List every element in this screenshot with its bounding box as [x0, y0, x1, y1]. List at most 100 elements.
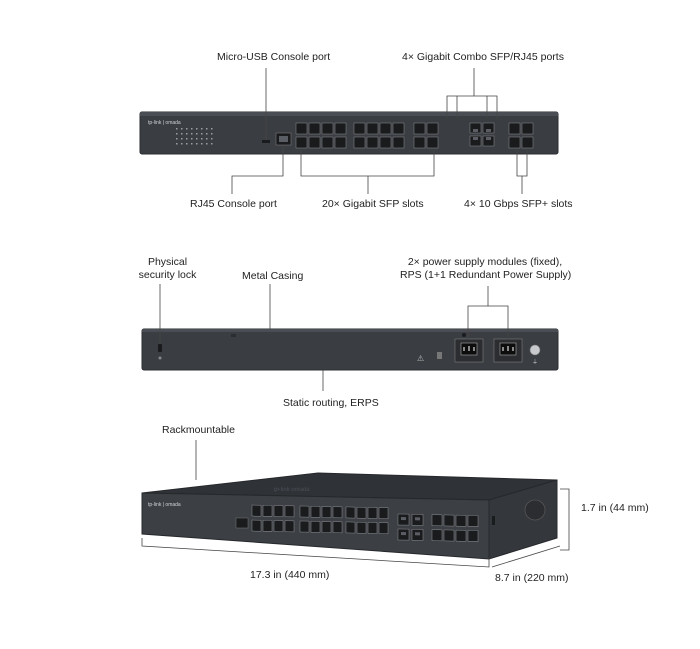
- status-led: [176, 128, 178, 130]
- sfp-slot: [413, 136, 426, 149]
- front-sfp-slots: [295, 122, 439, 149]
- leader-combo: [446, 68, 475, 118]
- sfp-slot: [353, 136, 366, 149]
- status-led: [211, 128, 213, 130]
- perspective-sfp-slot: [251, 519, 262, 532]
- perspective-sfp-slot: [310, 505, 321, 518]
- combo-rj45-port: [482, 135, 495, 147]
- perspective-sfp-plus-slot: [467, 515, 479, 527]
- ground-screw: [529, 344, 541, 356]
- dimension-depth: [491, 545, 561, 568]
- perspective-sfp-slot: [332, 521, 343, 534]
- perspective-leader-lines: [141, 440, 570, 568]
- status-led: [181, 133, 183, 135]
- status-led: [206, 138, 208, 140]
- security-lock-slot: [158, 344, 162, 352]
- leader-sfp: [300, 150, 435, 177]
- perspective-sfp-plus-slot: [467, 530, 479, 542]
- security-lock-label: Physical security lock: [130, 256, 205, 282]
- rj45-jack: [486, 137, 491, 140]
- status-led: [191, 128, 193, 130]
- sfp-slot: [321, 122, 334, 135]
- perspective-ports: [251, 504, 479, 542]
- rear-leader-lines: [159, 284, 509, 391]
- status-led: [196, 133, 198, 135]
- status-led: [186, 133, 188, 135]
- width-dimension-label: 17.3 in (440 mm): [250, 569, 330, 581]
- sfp-slot: [426, 122, 439, 135]
- sfp-plus-slot: [508, 122, 521, 135]
- status-led: [206, 143, 208, 145]
- perspective-sfp-slot: [299, 505, 310, 518]
- micro-usb-console-port: [262, 140, 270, 143]
- perspective-sfp-slot: [378, 522, 389, 535]
- status-led: [176, 133, 178, 135]
- height-dimension-label: 1.7 in (44 mm): [581, 502, 649, 514]
- sfp-plus-slot: [508, 136, 521, 149]
- power-module-2: [493, 338, 523, 363]
- sfp-slot: [392, 122, 405, 135]
- combo-ports-label: 4× Gigabit Combo SFP/RJ45 ports: [402, 51, 564, 63]
- sfp-slot: [308, 122, 321, 135]
- status-led: [191, 143, 193, 145]
- rackmountable-label: Rackmountable: [162, 424, 235, 436]
- perspective-sfp-slot: [356, 506, 367, 519]
- status-led: [181, 128, 183, 130]
- sfp-slot: [379, 136, 392, 149]
- leader-rj45-console: [231, 146, 284, 194]
- sfp-slot: [334, 122, 347, 135]
- rj45-jack: [401, 517, 406, 521]
- perspective-sfp-plus-slot: [431, 529, 443, 542]
- sfp-plus-slot: [521, 122, 534, 135]
- front-combo-ports: [469, 122, 495, 147]
- sfp-slot: [321, 136, 334, 149]
- perspective-sfp-slot: [345, 506, 356, 519]
- perspective-sfp-slot: [262, 520, 273, 532]
- status-led: [201, 128, 203, 130]
- front-led-panel: [176, 128, 213, 145]
- perspective-sfp-slot: [378, 507, 389, 520]
- perspective-sfp-slot: [299, 520, 310, 533]
- perspective-sfp-plus-slot: [443, 529, 455, 542]
- status-led: [201, 143, 203, 145]
- rj45-jack: [401, 532, 406, 536]
- status-led: [186, 143, 188, 145]
- status-led: [186, 138, 188, 140]
- perspective-sfp-slot: [262, 505, 273, 517]
- power-supply-label-line2: RPS (1+1 Redundant Power Supply): [400, 269, 572, 281]
- front-panel: tp-link | omada: [139, 111, 559, 155]
- front-sfp-plus-slots: [508, 122, 534, 149]
- svg-text:tp-link omada: tp-link omada: [273, 487, 311, 493]
- status-led: [191, 138, 193, 140]
- status-led: [211, 133, 213, 135]
- sfp-slot: [353, 122, 366, 135]
- sfp-slot: [366, 136, 379, 149]
- ground-symbol: ⏚: [532, 359, 538, 366]
- status-led: [176, 138, 178, 140]
- dimension-width: [141, 538, 490, 568]
- sfp-slot: [413, 122, 426, 135]
- sfp-slot: [379, 122, 392, 135]
- status-led: [181, 143, 183, 145]
- perspective-sfp-slot: [367, 507, 378, 519]
- status-led: [201, 133, 203, 135]
- perspective-sfp-slot: [310, 520, 321, 533]
- front-leader-lines: [231, 68, 528, 194]
- sfp-slot: [426, 136, 439, 149]
- sfp-slots-label: 20× Gigabit SFP slots: [322, 198, 424, 210]
- security-lock-label-line2: security lock: [138, 269, 197, 281]
- sfp-slot: [295, 136, 308, 149]
- perspective-sfp-slot: [321, 506, 332, 518]
- perspective-sfp-slot: [284, 505, 295, 518]
- perspective-sfp-plus-slot: [443, 514, 455, 527]
- perspective-sfp-slot: [284, 520, 295, 533]
- status-led: [211, 143, 213, 145]
- micro-usb-console-label: Micro-USB Console port: [217, 51, 331, 63]
- sfp-slot: [308, 136, 321, 149]
- status-led: [196, 143, 198, 145]
- status-led: [196, 138, 198, 140]
- perspective-sfp-slot: [321, 521, 332, 533]
- dimension-height: [560, 488, 570, 551]
